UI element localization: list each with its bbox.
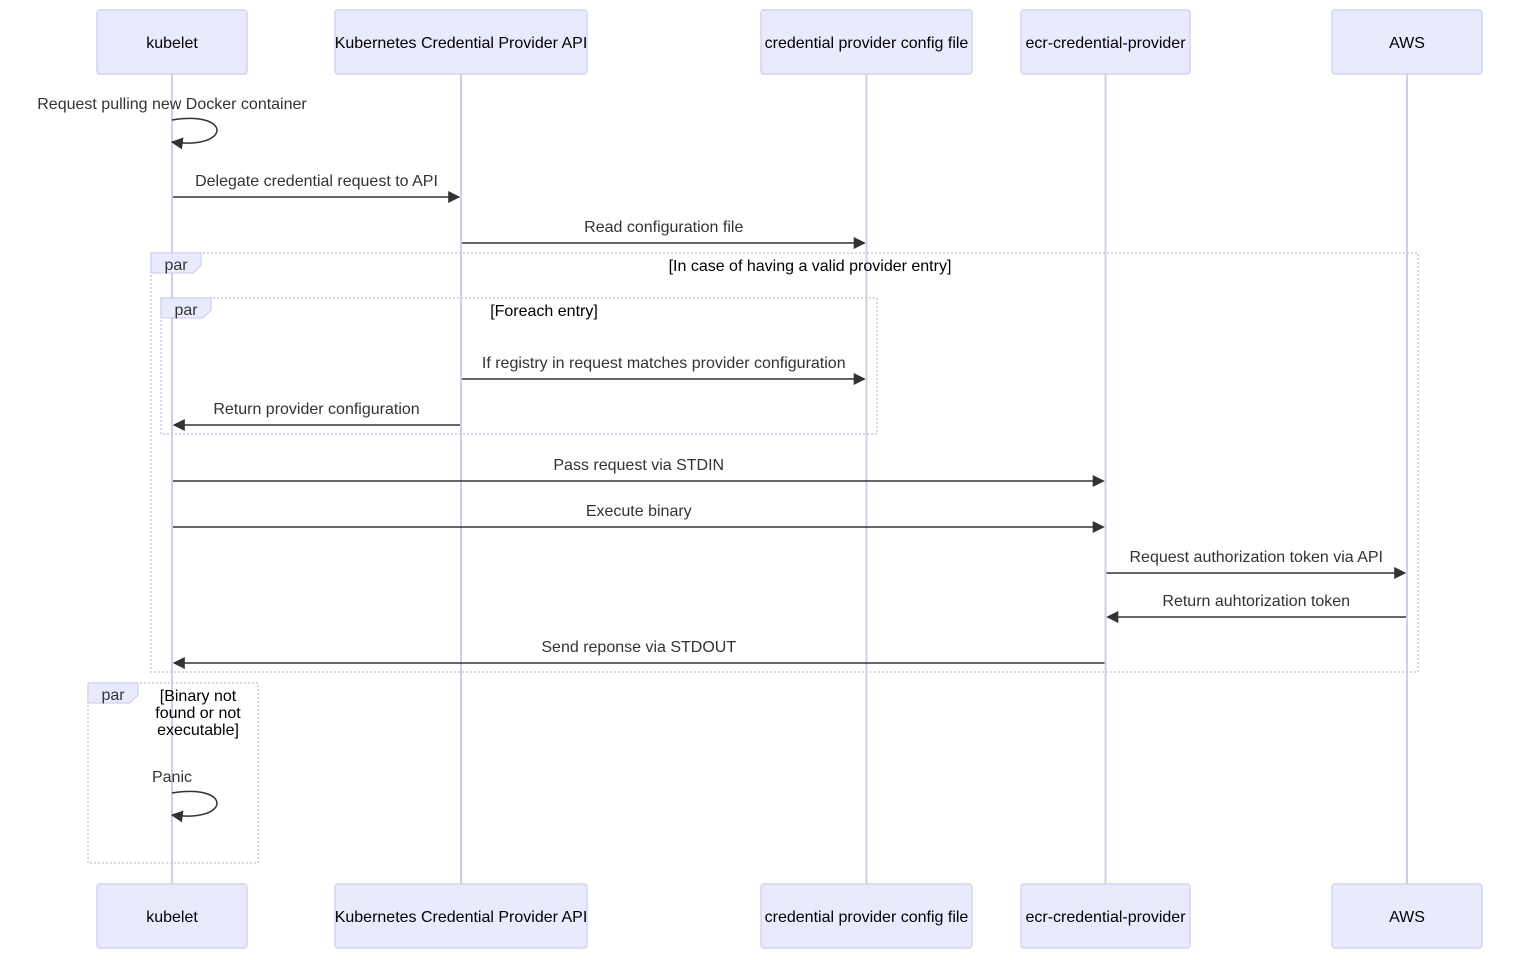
message-6: Execute binary [173,503,1105,533]
messages: Request pulling new Docker containerDele… [37,96,1407,823]
actor-label: credential provider config file [765,35,969,52]
frame-label: par [101,687,125,704]
actor-label: Kubernetes Credential Provider API [335,909,588,926]
actor-aws-top: AWS [1331,9,1483,75]
actor-box [96,883,248,949]
frame-label: par [164,257,188,274]
actor-label: AWS [1389,909,1425,926]
actor-config-bottom: credential provider config file [760,883,973,949]
frame-condition: found or not [155,705,241,722]
actor-box [1020,883,1191,949]
actor-box [1020,9,1191,75]
frame-border [160,297,878,435]
message-0: Request pulling new Docker container [37,96,307,150]
message-label: Panic [152,769,192,786]
actor-label: credential provider config file [765,909,969,926]
frame-border [87,682,259,864]
frame-label: par [174,302,198,319]
actor-kubelet-bottom: kubelet [96,883,248,949]
message-label: Delegate credential request to API [195,173,438,190]
message-1: Delegate credential request to API [173,173,461,203]
message-label: Execute binary [586,503,692,520]
frame-condition: [Foreach entry] [490,303,598,320]
actor-ecr-top: ecr-credential-provider [1020,9,1191,75]
frame-par-1: par [Foreach entry] [160,297,878,435]
message-4: Return provider configuration [172,401,460,431]
message-label: Pass request via STDIN [553,457,724,474]
frame-tab [160,297,212,319]
message-3: If registry in request matches provider … [462,355,866,385]
message-10: Panic [152,769,218,823]
actor-box [334,9,588,75]
actor-ecr-bottom: ecr-credential-provider [1020,883,1191,949]
actor-label: ecr-credential-provider [1025,909,1186,926]
actor-box [760,9,973,75]
actor-box [1331,9,1483,75]
frame-condition: [In case of having a valid provider entr… [669,258,952,275]
frame-condition: [Binary not [160,688,237,705]
actor-box [760,883,973,949]
actor-config-top: credential provider config file [760,9,973,75]
frames: par [In case of having a valid provider e… [87,252,1419,864]
actors-top: kubelet Kubernetes Credential Provider AP… [96,9,1483,75]
message-label: Request pulling new Docker container [37,96,307,113]
frame-tab [150,252,202,274]
actor-box [96,9,248,75]
actor-label: AWS [1389,35,1425,52]
frame-par-0: par [In case of having a valid provider e… [150,252,1419,673]
lifelines [171,74,1408,884]
message-label: Return auhtorization token [1162,593,1350,610]
actor-aws-bottom: AWS [1331,883,1483,949]
self-message-arrow [170,117,218,150]
message-label: Return provider configuration [213,401,419,418]
frame-tab [87,682,139,704]
actor-kubelet-top: kubelet [96,9,248,75]
actor-api-top: Kubernetes Credential Provider API [334,9,588,75]
message-label: Send reponse via STDOUT [541,639,736,656]
frame-border [150,252,1419,673]
actor-label: kubelet [146,35,198,52]
frame-condition: executable] [157,722,239,739]
message-9: Send reponse via STDOUT [172,639,1105,669]
actor-label: ecr-credential-provider [1025,35,1186,52]
message-label: Request authorization token via API [1130,549,1384,566]
actor-api-bottom: Kubernetes Credential Provider API [334,883,588,949]
message-label: If registry in request matches provider … [482,355,846,372]
message-label: Read configuration file [584,219,743,236]
self-message-arrow [170,790,218,823]
actor-box [1331,883,1483,949]
actor-label: Kubernetes Credential Provider API [335,35,588,52]
actor-box [334,883,588,949]
message-2: Read configuration file [462,219,866,249]
message-5: Pass request via STDIN [173,457,1105,487]
message-7: Request authorization token via API [1106,549,1407,579]
message-8: Return auhtorization token [1106,593,1406,623]
actors-bottom: kubelet Kubernetes Credential Provider AP… [96,883,1483,949]
actor-label: kubelet [146,909,198,926]
